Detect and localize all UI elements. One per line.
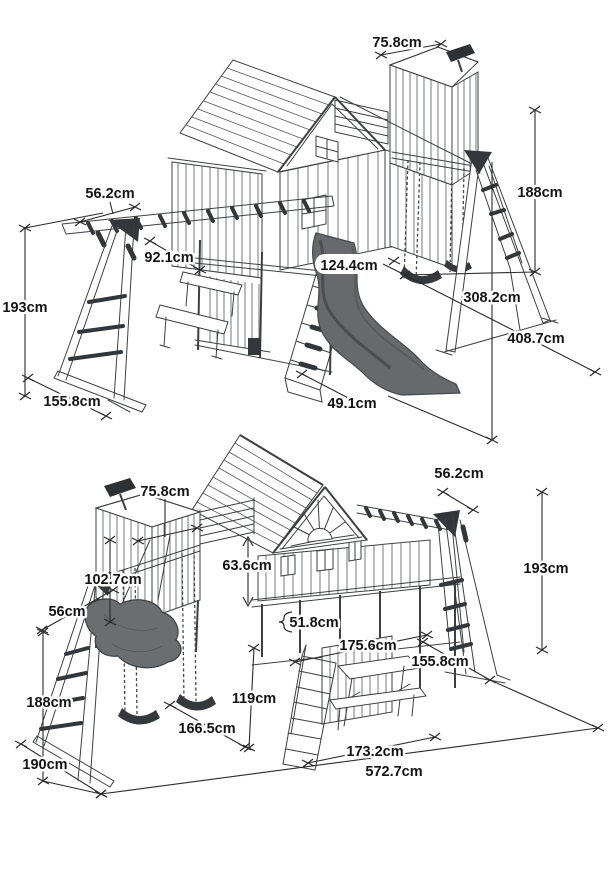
front-isometric-view: 75.8cm 102.7cm 63.6cm 56cm 51.8cm 56.2cm… xyxy=(14,434,605,799)
monkey-bars xyxy=(356,504,451,531)
picnic-bench xyxy=(155,271,243,360)
dim-label-monkeybar-clearance: 92.1cm xyxy=(144,250,193,266)
dimension-lines xyxy=(18,39,542,421)
base-block xyxy=(248,338,261,355)
sunburst xyxy=(279,499,363,550)
dimension-labels: 56.2cm 75.8cm 188cm 92.1cm 193cm 155.8cm… xyxy=(0,33,567,415)
fabric-pod-swing xyxy=(84,598,182,669)
dim-label-swing-bay-width: 308.2cm xyxy=(463,290,520,306)
dim-label-tower-top-width: 75.8cm xyxy=(372,35,421,51)
footprint-lines xyxy=(42,679,599,795)
dim-label-tower-top-width: 75.8cm xyxy=(140,484,189,500)
dim-label-frame-height: 193cm xyxy=(523,561,568,577)
monkeybar-ladder-frame xyxy=(53,218,147,413)
swing-seat xyxy=(400,266,442,285)
dim-label-swing-base-depth: 190cm xyxy=(22,757,67,773)
dim-label-overall-length: 408.7cm xyxy=(507,331,564,347)
swing-a-frame xyxy=(32,544,201,788)
playhouse xyxy=(251,538,461,725)
telescope-icon xyxy=(104,478,136,497)
label-pill xyxy=(315,254,383,274)
dim-label-base-depth: 155.8cm xyxy=(43,394,100,410)
dim-label-aframe-base-depth: 155.8cm xyxy=(411,654,468,670)
roof xyxy=(179,59,386,173)
dim-label-tower-wall-height: 102.7cm xyxy=(84,572,141,588)
dim-label-rail-height: 63.6cm xyxy=(222,558,271,574)
dim-label-house-length: 175.6cm xyxy=(339,638,396,654)
dim-label-swing-spacing: 56cm xyxy=(48,604,85,620)
dim-label-swing-frame-height: 188cm xyxy=(26,695,71,711)
bridge xyxy=(334,99,389,145)
dim-label-deck-height: 119cm xyxy=(232,691,276,707)
frame-gusset xyxy=(84,572,112,596)
footprint-lines xyxy=(387,162,602,445)
swing-seat xyxy=(176,694,216,711)
picnic-table xyxy=(329,655,427,731)
dim-label-frame-height: 193cm xyxy=(2,300,47,316)
swing-a-frame xyxy=(435,150,559,356)
frame-gusset xyxy=(108,218,140,242)
dimension-labels: 75.8cm 102.7cm 63.6cm 56cm 51.8cm 56.2cm… xyxy=(20,464,571,783)
rear-isometric-view: 56.2cm 75.8cm 188cm 92.1cm 193cm 155.8cm… xyxy=(0,33,602,445)
monkeybar-ladder-frame xyxy=(433,510,511,684)
dim-label-stair-side-length: 173.2cm xyxy=(346,744,403,760)
frame-gusset xyxy=(464,150,492,174)
lookout-tower xyxy=(388,44,479,269)
dim-label-stair-width: 49.1cm xyxy=(327,396,376,412)
brace-51-8 xyxy=(278,611,293,633)
dim-label-deck-rail-height: 51.8cm xyxy=(289,615,338,631)
swing-seat xyxy=(118,708,160,725)
dim-label-overall-length: 572.7cm xyxy=(365,764,422,780)
roof xyxy=(191,434,368,554)
bridge xyxy=(199,497,255,547)
frame-gusset xyxy=(433,510,460,537)
telescope-icon xyxy=(446,44,475,62)
dim-label-slide-length: 124.4cm xyxy=(320,258,377,274)
swing-set xyxy=(84,534,216,725)
dim-label-swing-frame-height: 188cm xyxy=(517,185,562,201)
dimension-lines xyxy=(14,487,605,799)
dim-label-swing-bay-length: 166.5cm xyxy=(178,721,235,737)
dim-label-monkeybar-overhang: 56.2cm xyxy=(434,466,483,482)
dim-label-monkeybar-overhang: 56.2cm xyxy=(85,186,134,202)
